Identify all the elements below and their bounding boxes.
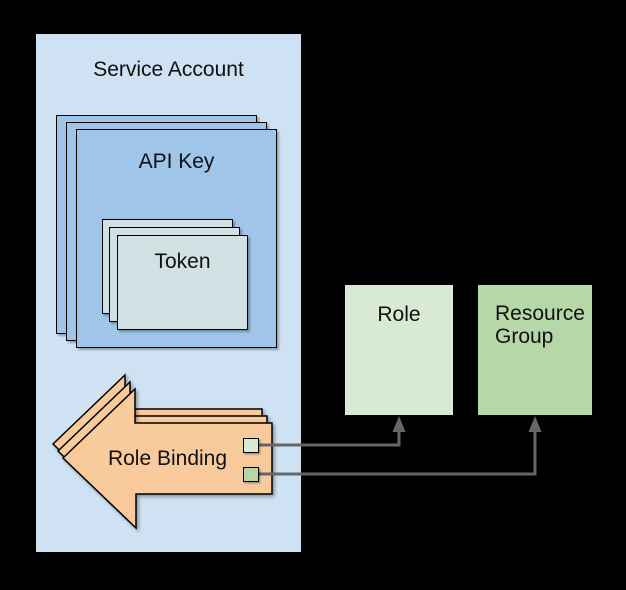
resource-group-port-square <box>243 467 259 482</box>
api-key-label: API Key <box>138 150 215 173</box>
connector-to-resource-group-arrowhead <box>528 416 542 432</box>
resource-group-box <box>478 285 592 415</box>
token-label: Token <box>154 250 211 273</box>
role-port-square <box>243 438 259 453</box>
role-binding-label: Role Binding <box>107 447 228 470</box>
role-box <box>345 285 453 415</box>
service-account-label: Service Account <box>93 58 244 81</box>
connector-to-role-arrowhead <box>392 416 406 432</box>
token-box-front <box>117 235 248 330</box>
resource-group-label: Resource Group <box>495 302 585 348</box>
role-label: Role <box>377 303 421 326</box>
